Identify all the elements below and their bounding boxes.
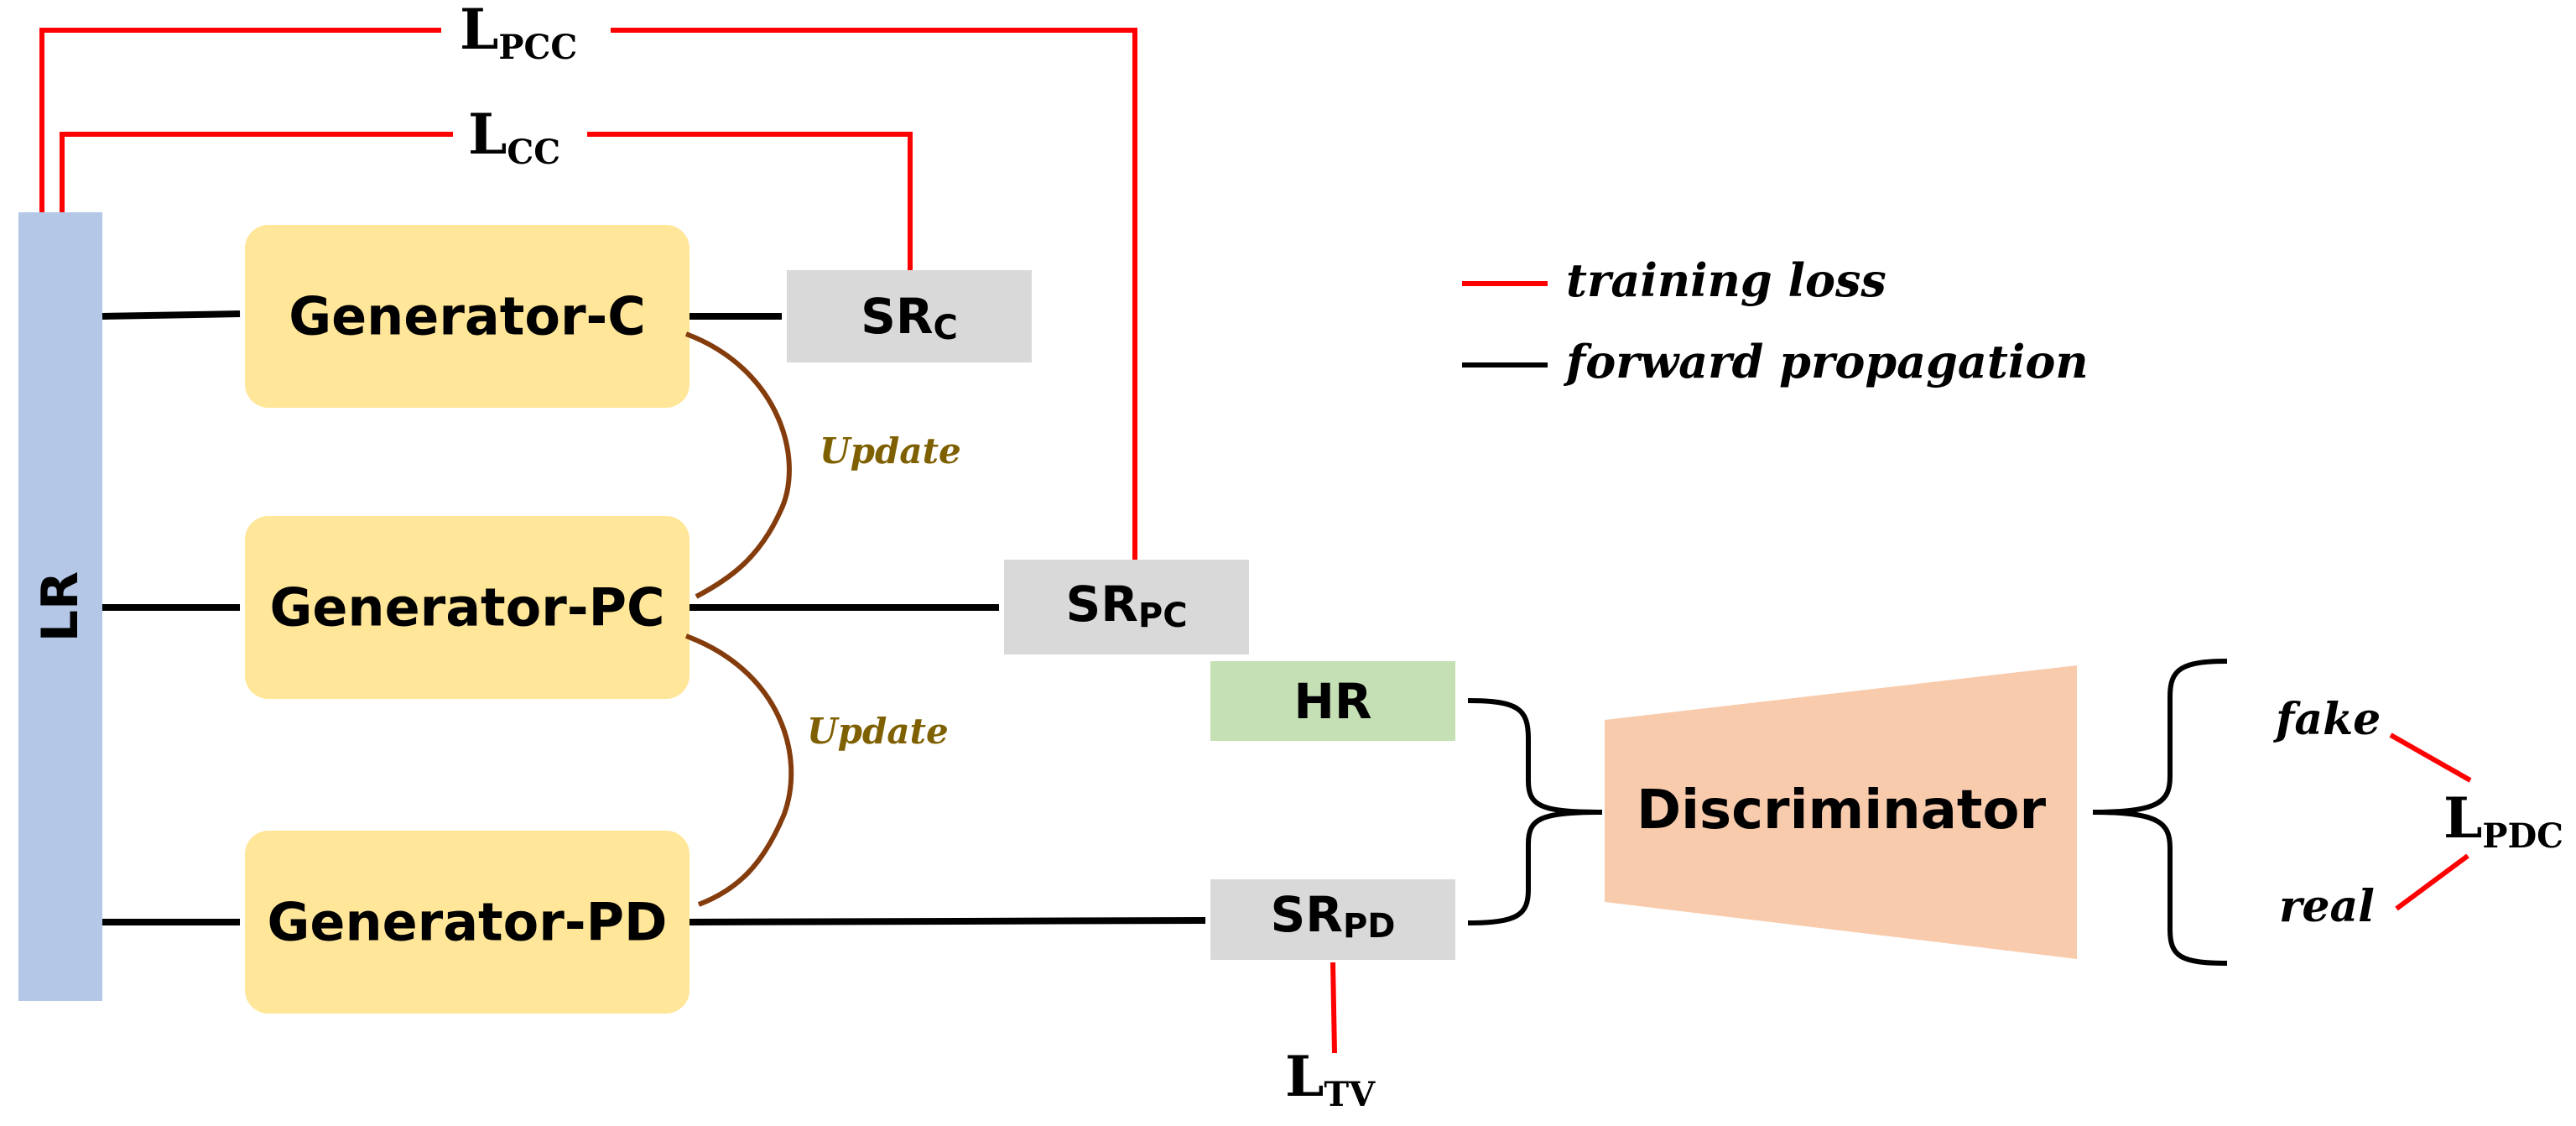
loss-path-fake-to-lpdc <box>2389 732 2472 783</box>
loss-path-srpd-to-ltv <box>1330 962 1337 1054</box>
sr-pd-label: SRPD <box>1271 886 1396 946</box>
lr-input-bar <box>18 212 102 1001</box>
input-brace <box>1467 698 1603 925</box>
sr-pc-base: SR <box>1065 576 1137 633</box>
generator-pc-label: Generator-PC <box>269 577 664 639</box>
discriminator-label: Discriminator <box>1637 779 2047 842</box>
loss-path-lr-to-lcc <box>60 132 454 212</box>
generator-c-box <box>245 225 690 408</box>
output-brace <box>2092 659 2228 966</box>
update-label-first: Update <box>820 430 961 472</box>
sr-pc-sub: PC <box>1138 597 1188 635</box>
forward-arrow-lr-to-gen-c <box>101 310 241 320</box>
sr-c-box <box>787 270 1032 362</box>
forward-arrow-gen-pd-to-sr-pd <box>689 917 1206 925</box>
lr-label: LR <box>31 571 90 642</box>
update-arrow-pc-to-pd <box>684 633 794 907</box>
loss-lpcc-label: LPCC <box>460 0 577 67</box>
hr-box <box>1210 661 1455 741</box>
hr-label: HR <box>1293 673 1371 730</box>
loss-path-srpc-to-lpcc <box>610 28 1137 560</box>
generator-pd-box <box>245 831 690 1014</box>
loss-ltv-base: L <box>1285 1044 1324 1109</box>
fake-label: fake <box>2272 694 2381 745</box>
loss-ltv-label: LTV <box>1285 1044 1376 1114</box>
loss-path-src-to-lcc <box>586 132 913 270</box>
update-arrow-c-to-pc <box>684 331 792 599</box>
loss-lcc-base: L <box>468 102 507 167</box>
loss-path-real-to-lpdc <box>2395 853 2469 911</box>
loss-lpdc-base: L <box>2443 785 2482 851</box>
generator-pd-label: Generator-PD <box>268 892 668 953</box>
sr-pc-label: SRPC <box>1065 576 1187 635</box>
sr-pd-box <box>1210 879 1455 960</box>
discriminator-shape <box>1605 665 2077 959</box>
loss-lpcc-base: L <box>460 0 498 62</box>
loss-path-lr-to-lpcc <box>39 28 442 212</box>
generator-c-label: Generator-C <box>289 286 646 347</box>
loss-lcc-sub: CC <box>507 133 560 172</box>
loss-lpdc-sub: PDC <box>2482 816 2563 856</box>
sr-c-sub: C <box>934 309 958 347</box>
loss-lpdc-label: LPDC <box>2443 785 2563 856</box>
loss-ltv-sub: TV <box>1324 1075 1376 1114</box>
update-label-second: Update <box>807 711 949 752</box>
sr-c-label: SRC <box>861 288 958 347</box>
sr-pd-sub: PD <box>1343 907 1396 946</box>
legend-training-loss: training loss <box>1566 253 1886 307</box>
real-label: real <box>2279 881 2375 932</box>
loss-lpcc-sub: PCC <box>498 28 577 67</box>
sr-pd-base: SR <box>1271 886 1343 943</box>
sr-pc-box <box>1004 560 1249 654</box>
sr-c-base: SR <box>861 288 933 345</box>
loss-lcc-label: LCC <box>468 102 560 172</box>
legend-forward-propagation: forward propagation <box>1563 335 2089 388</box>
generator-pc-box <box>245 516 690 699</box>
